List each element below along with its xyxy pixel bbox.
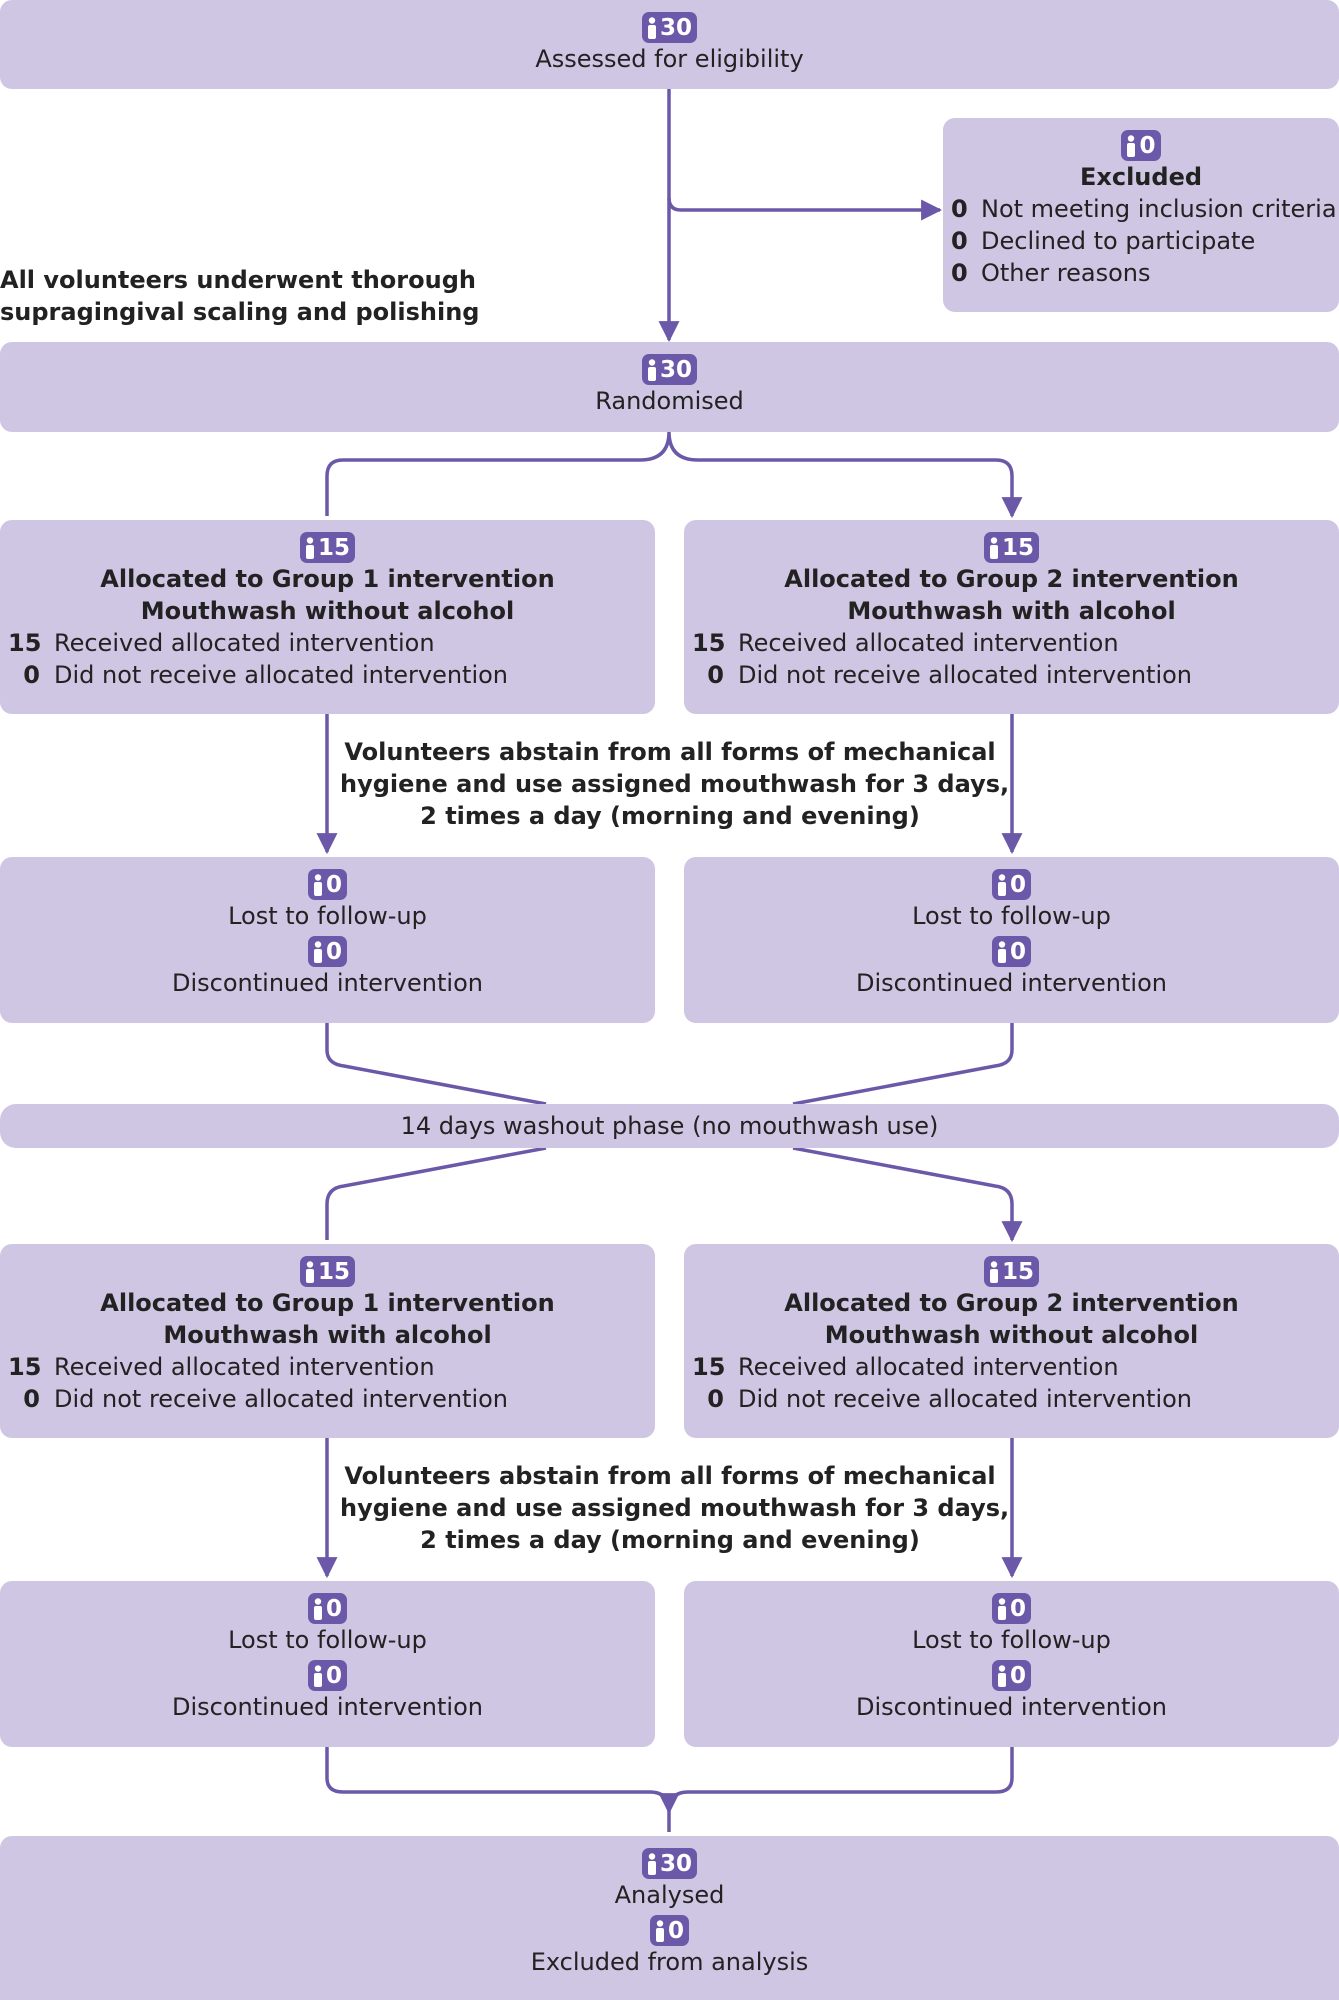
count-badge: 30 (641, 1848, 697, 1879)
p2-followup2-box: 0 Lost to follow-up 0 Discontinued inter… (684, 1581, 1339, 1747)
p2-followup1-box: 0 Lost to follow-up 0 Discontinued inter… (0, 1581, 655, 1747)
washout-label: 14 days washout phase (no mouthwash use) (400, 1112, 939, 1140)
excluded-analysis-label: Excluded from analysis (530, 1948, 809, 1976)
arrow-p1-merge (325, 1023, 1014, 1106)
person-icon (647, 358, 656, 381)
person-icon (647, 1852, 656, 1875)
p1-group2-box: 15 Allocated to Group 2 intervention Mou… (684, 520, 1339, 714)
arrow-washout-split (325, 1146, 1012, 1240)
person-icon (313, 940, 322, 963)
count-badge: 0 (991, 1593, 1031, 1624)
lost-label: Lost to follow-up (228, 1626, 427, 1654)
count-badge: 0 (991, 869, 1031, 900)
scaling-note: All volunteers underwent thorough suprag… (0, 266, 480, 326)
count-badge: 0 (991, 936, 1031, 967)
person-icon (997, 873, 1006, 896)
randomised-box: 30 Randomised (0, 342, 1339, 432)
assessed-count: 30 (659, 14, 692, 41)
group-title: Allocated to Group 1 intervention (100, 565, 555, 593)
discontinued-label: Discontinued intervention (172, 1693, 483, 1721)
excluded-count: 0 (1139, 132, 1156, 159)
group-title: Allocated to Group 2 intervention (784, 1289, 1239, 1317)
randomised-count: 30 (659, 356, 692, 383)
person-icon (305, 1260, 314, 1283)
count-badge: 0 (1121, 130, 1161, 161)
person-icon (655, 1919, 664, 1942)
discontinued-label: Discontinued intervention (856, 1693, 1167, 1721)
arrow-randomised-split (325, 431, 1012, 516)
analysed-label: Analysed (614, 1881, 725, 1909)
group-subtitle: Mouthwash with alcohol (163, 1321, 492, 1349)
count-badge: 0 (307, 869, 347, 900)
assessed-box: 30 Assessed for eligibility (0, 0, 1339, 89)
person-icon (647, 16, 656, 39)
discontinued-label: Discontinued intervention (172, 969, 483, 997)
randomised-label: Randomised (595, 387, 744, 415)
assessed-label: Assessed for eligibility (535, 45, 804, 73)
count-badge: 15 (983, 532, 1039, 563)
lost-label: Lost to follow-up (912, 902, 1111, 930)
count-badge: 30 (641, 12, 697, 43)
person-icon (997, 1597, 1006, 1620)
excluded-title: Excluded (1079, 163, 1203, 191)
arrow-to-excluded (667, 197, 943, 221)
count-badge: 30 (641, 354, 697, 385)
person-icon (989, 536, 998, 559)
count-badge: 0 (307, 1593, 347, 1624)
p2-abstain-note: Volunteers abstain from all forms of mec… (340, 1462, 1010, 1554)
analysed-count: 30 (659, 1850, 692, 1877)
group-subtitle: Mouthwash without alcohol (824, 1321, 1199, 1349)
person-icon (313, 1597, 322, 1620)
p1-followup2-box: 0 Lost to follow-up 0 Discontinued inter… (684, 857, 1339, 1023)
p2-group2-box: 15 Allocated to Group 2 intervention Mou… (684, 1244, 1339, 1438)
person-icon (997, 1664, 1006, 1687)
lost-label: Lost to follow-up (228, 902, 427, 930)
count-badge: 0 (307, 1660, 347, 1691)
person-icon (989, 1260, 998, 1283)
person-icon (313, 873, 322, 896)
group-subtitle: Mouthwash with alcohol (847, 597, 1176, 625)
group-subtitle: Mouthwash without alcohol (140, 597, 515, 625)
p2-group1-box: 15 Allocated to Group 1 intervention Mou… (0, 1244, 655, 1438)
person-icon (305, 536, 314, 559)
count-badge: 0 (307, 936, 347, 967)
person-icon (997, 940, 1006, 963)
person-icon (1127, 134, 1136, 157)
washout-box: 14 days washout phase (no mouthwash use) (0, 1104, 1339, 1148)
analysed-box: 30 Analysed 0 Excluded from analysis (0, 1836, 1339, 2000)
excluded-analysis-count: 0 (667, 1917, 684, 1944)
count-badge: 0 (991, 1660, 1031, 1691)
p1-followup1-box: 0 Lost to follow-up 0 Discontinued inter… (0, 857, 655, 1023)
p1-group1-box: 15 Allocated to Group 1 intervention Mou… (0, 520, 655, 714)
discontinued-label: Discontinued intervention (856, 969, 1167, 997)
count-badge: 0 (649, 1915, 689, 1946)
p1-abstain-note: Volunteers abstain from all forms of mec… (340, 738, 1010, 830)
count-badge: 15 (299, 1256, 355, 1287)
count-badge: 15 (983, 1256, 1039, 1287)
group-title: Allocated to Group 1 intervention (100, 1289, 555, 1317)
count-badge: 15 (299, 532, 355, 563)
arrow-merge-to-analysed (325, 1747, 1014, 1832)
lost-label: Lost to follow-up (912, 1626, 1111, 1654)
group-title: Allocated to Group 2 intervention (784, 565, 1239, 593)
person-icon (313, 1664, 322, 1687)
